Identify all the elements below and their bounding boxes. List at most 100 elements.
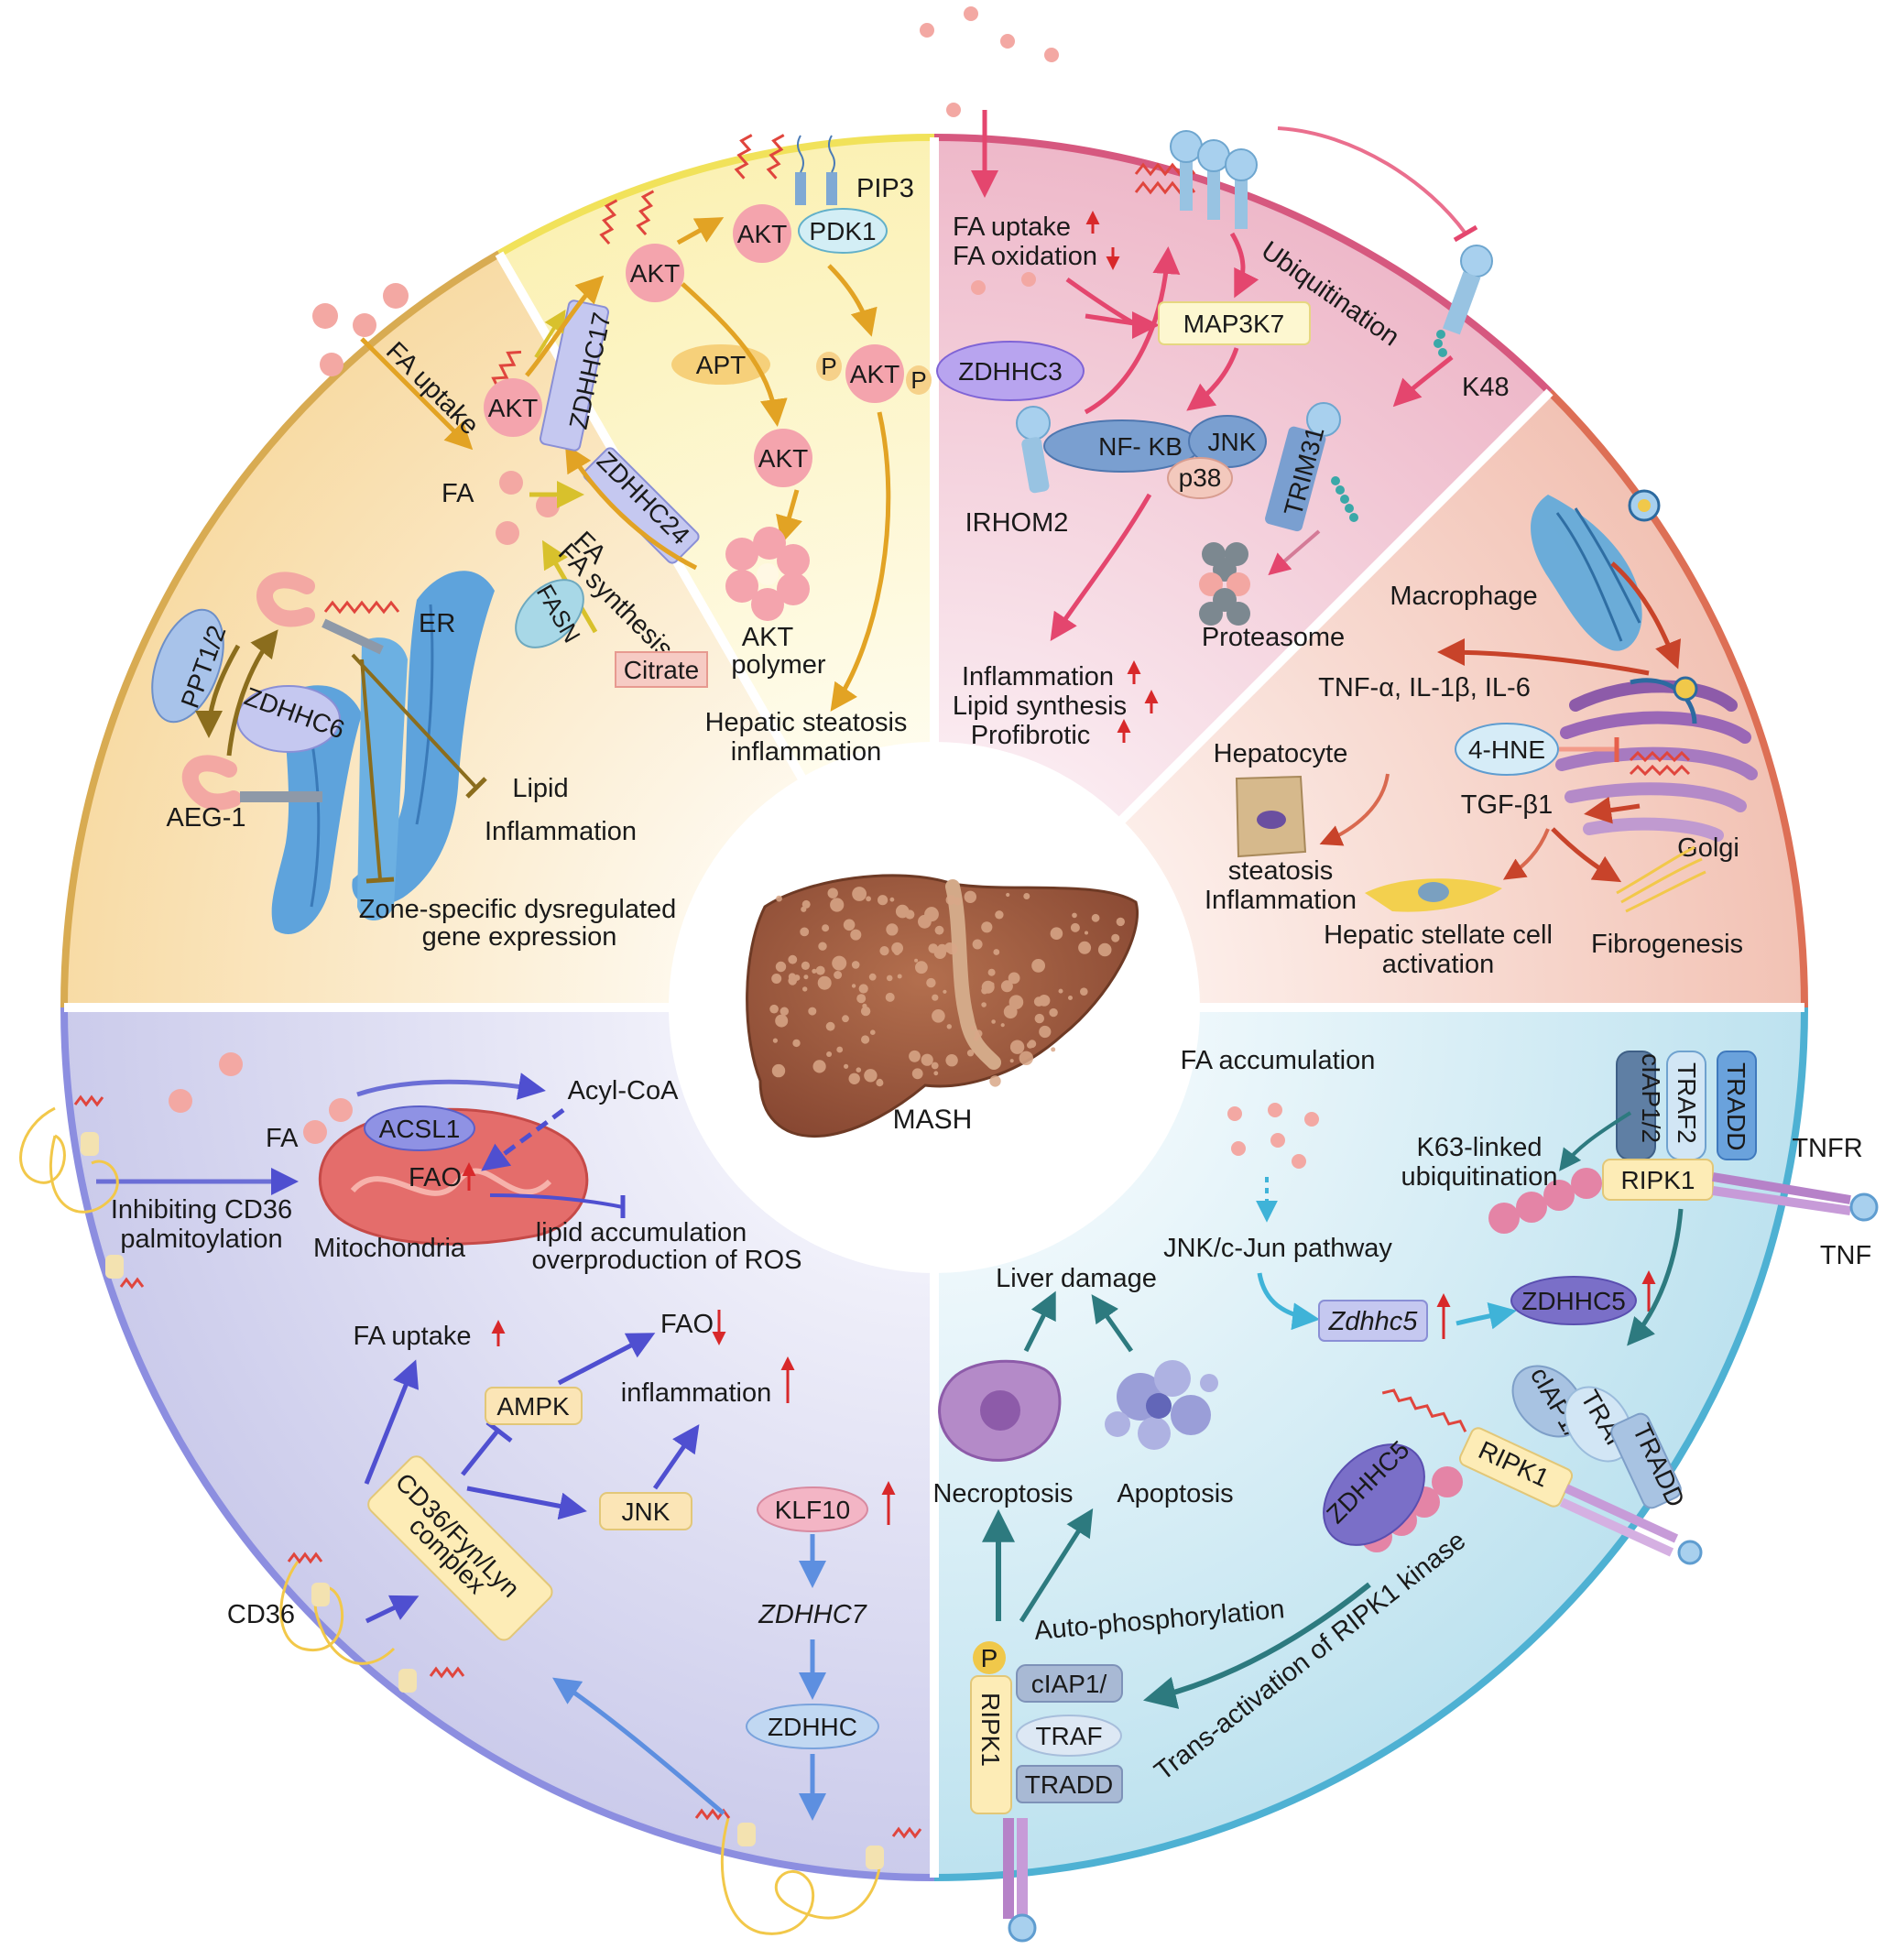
irhom2-receptor: [1016, 406, 1051, 494]
q6-traf-c: TRAF: [1035, 1722, 1102, 1750]
q2-proteasome: Proteasome: [1202, 623, 1345, 652]
q2-jnk: JNK: [1208, 428, 1257, 456]
q1-apt: APT: [696, 351, 746, 379]
q3-cytokines: TNF-α, IL-1β, IL-6: [1318, 673, 1531, 702]
q2-out-3: Profibrotic: [971, 721, 1091, 750]
q4-zone-2: gene expression: [422, 922, 617, 952]
svg-text:AKT: AKT: [488, 394, 538, 422]
center-label: MASH: [893, 1105, 973, 1135]
q2-map3k7: MAP3K7: [1183, 310, 1285, 338]
q3-tgf: TGF-β1: [1461, 790, 1553, 820]
q1-akt-polymer-1: AKT: [742, 623, 794, 652]
q4-lipid-2: Inflammation: [485, 817, 637, 846]
q5-zdhhc: ZDHHC: [768, 1713, 857, 1741]
q2-k48: K48: [1462, 373, 1510, 402]
q3-hepatocyte: Hepatocyte: [1214, 739, 1348, 768]
q6-apoptosis: Apoptosis: [1117, 1479, 1233, 1508]
q6-tradd: TRADD: [1722, 1062, 1750, 1150]
stellate-cell: [1365, 878, 1502, 912]
tnfr-receptor: [1712, 1172, 1879, 1222]
sector-q5: [64, 1007, 934, 1878]
q6-jnk-path: JNK/c-Jun pathway: [1163, 1234, 1392, 1263]
q6-tnfr: TNFR: [1792, 1134, 1862, 1163]
q3-golgi: Golgi: [1677, 833, 1739, 863]
q5-inflammation: inflammation: [621, 1378, 771, 1408]
q6-ciap-c: cIAP1/: [1031, 1670, 1107, 1698]
akt-c: AKT: [733, 134, 791, 263]
q5-inhibit-1: Inhibiting CD36: [111, 1195, 292, 1225]
q6-zdhhc5-prot: ZDHHC5: [1521, 1287, 1626, 1315]
q5-lipid-acc: lipid accumulation: [536, 1218, 747, 1247]
trim31: TRIM31: [1265, 402, 1358, 532]
q6-traf2: TRAF2: [1673, 1062, 1701, 1144]
q2-receptor-cluster: [1134, 130, 1258, 229]
akt-d: AKT P P: [816, 344, 932, 403]
q6-tnf: TNF: [1820, 1241, 1871, 1270]
q6-k63-2: ubiquitination: [1401, 1162, 1558, 1192]
q6-tradd-c: TRADD: [1025, 1770, 1113, 1799]
q2-out-1: Inflammation: [962, 662, 1114, 691]
q5-cd36: CD36: [227, 1600, 295, 1629]
q2-fa-oxidation: FA oxidation: [953, 242, 1097, 271]
q4-er: ER: [419, 609, 455, 638]
q6-ripk1-c: RIPK1: [976, 1693, 1005, 1767]
q5-fa-uptake: FA uptake: [354, 1322, 472, 1351]
q4-panel: ER PPT1/2 AEG-1 ZDHHC6 Lipid Inflammatio…: [151, 571, 677, 952]
svg-text:AKT: AKT: [850, 360, 899, 388]
q6-k63-1: K63-linked: [1416, 1133, 1542, 1162]
q5-fao: FAO: [409, 1163, 462, 1192]
svg-text:P: P: [910, 366, 926, 394]
fibrogenesis-fibers: [1616, 845, 1706, 913]
q6-necroptosis: Necroptosis: [932, 1479, 1073, 1508]
tnfr-receptor-c: [1003, 1818, 1037, 1943]
necroptosis-cell: [938, 1359, 1062, 1462]
q4-lipid-1: Lipid: [512, 774, 568, 803]
q5-fa: FA: [266, 1124, 299, 1153]
q2-zdhhc3: ZDHHC3: [958, 357, 1063, 386]
q2-out-2: Lipid synthesis: [953, 691, 1127, 721]
apoptosis-cell: [1105, 1360, 1218, 1450]
q5-inhibit-2: palmitoylation: [120, 1225, 282, 1254]
k48-receptor: [1434, 245, 1493, 357]
akt-a: AKT: [484, 350, 542, 437]
q6-fa-acc: FA accumulation: [1181, 1046, 1376, 1075]
q3-fibrogenesis: Fibrogenesis: [1591, 930, 1743, 959]
q4-aeg1: AEG-1: [166, 803, 245, 833]
q1-fa: FA: [442, 479, 474, 508]
q2-nfkb: NF- KB: [1098, 432, 1183, 461]
q5-ros: overproduction of ROS: [532, 1246, 802, 1275]
q6-p: P: [981, 1644, 998, 1672]
q5-zdhhc7: ZDHHC7: [758, 1600, 867, 1629]
macrophage: [1531, 489, 1661, 651]
q1-outcome-2: inflammation: [731, 737, 881, 767]
q1-outcome-1: Hepatic steatosis: [705, 708, 908, 737]
tnfr-receptor-b: [1559, 1484, 1703, 1565]
golgi: [1555, 676, 1758, 842]
akt-b: AKT: [599, 190, 684, 302]
akt-polymer: [725, 527, 810, 621]
q3-hsc-1: Hepatic stellate cell: [1324, 920, 1553, 950]
q3-steatosis-1: steatosis: [1228, 856, 1333, 886]
q1-akt-polymer-2: polymer: [731, 650, 825, 680]
q3-hne: 4-HNE: [1468, 735, 1545, 764]
q2-p38: p38: [1179, 463, 1222, 492]
q3-steatosis-2: Inflammation: [1205, 886, 1357, 915]
svg-text:AKT: AKT: [758, 444, 808, 473]
akt-e: AKT: [754, 429, 812, 487]
q5-acyl-coa: Acyl-CoA: [568, 1076, 680, 1105]
q4-zone-1: Zone-specific dysregulated: [359, 895, 677, 924]
q6-zdhhc5-gene: Zdhhc5: [1328, 1307, 1419, 1336]
q5-acsl1: ACSL1: [379, 1115, 461, 1143]
q2-fa-uptake: FA uptake: [953, 212, 1071, 242]
svg-text:AKT: AKT: [630, 259, 680, 288]
svg-text:AKT: AKT: [737, 220, 787, 248]
q1-pdk1: PDK1: [809, 217, 876, 245]
q3-panel: Macrophage TNF-α, IL-1β, IL-6 Golgi 4-HN…: [1205, 489, 1758, 979]
hepatocyte-cell: [1235, 775, 1307, 858]
sector-q6: [934, 1007, 1804, 1878]
sector-q4: [63, 254, 935, 1007]
sector-q2: [934, 136, 1550, 1007]
q6-liver-damage: Liver damage: [996, 1264, 1157, 1293]
q5-ampk: AMPK: [496, 1392, 570, 1421]
